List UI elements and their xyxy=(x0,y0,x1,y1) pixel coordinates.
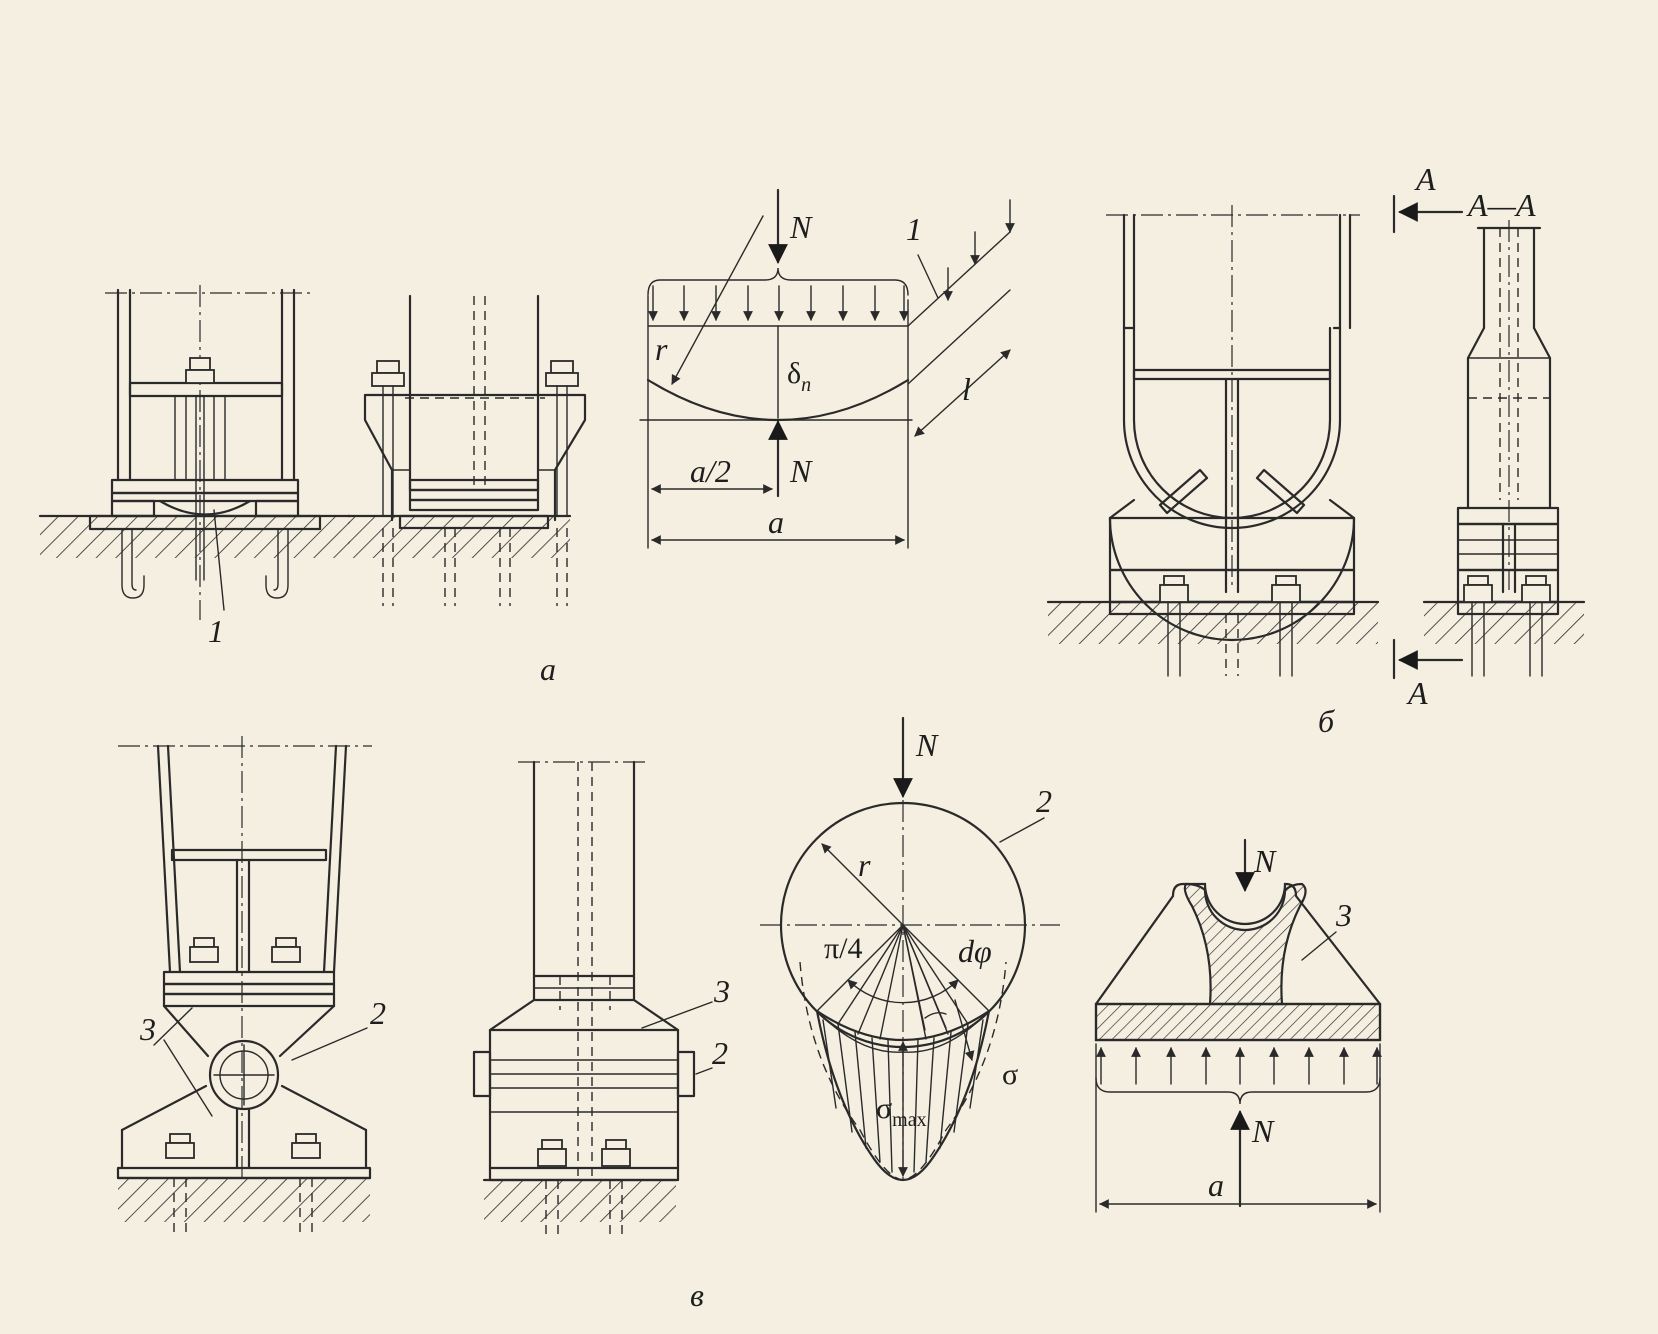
a-force-n-bottom: N xyxy=(789,453,813,489)
v-label-a: a xyxy=(1208,1167,1224,1203)
v-callout-3-block: 3 xyxy=(1335,897,1352,933)
a-label-r: r xyxy=(655,331,668,367)
ground-hatch xyxy=(1424,602,1584,644)
reaction-arrows xyxy=(1096,1047,1382,1085)
v-ball-stress-scheme xyxy=(760,716,1060,1182)
v-socket-block xyxy=(1094,838,1382,1213)
v-label-sigma: σ xyxy=(1002,1058,1018,1091)
b-section-marks xyxy=(1392,194,1464,680)
caption-a: а xyxy=(540,651,556,687)
b-section-mark-top: A xyxy=(1414,161,1436,197)
ground-hatch xyxy=(484,1180,676,1222)
panel-v: 3 2 3 2 N 2 r π/4 dφ σ σmax N N 3 a в xyxy=(116,716,1382,1313)
v-label-sigma-max: σmax xyxy=(876,1092,927,1131)
b-section-mark-bottom: A xyxy=(1406,675,1428,711)
b-front-view xyxy=(1046,205,1380,677)
v-label-r: r xyxy=(858,847,871,883)
b-section-title: A—A xyxy=(1466,187,1536,223)
a-side-view xyxy=(346,294,587,606)
b-section-aa xyxy=(1422,220,1586,677)
a-plate-scheme xyxy=(639,188,1015,549)
a-label-half-a: a/2 xyxy=(690,453,731,489)
a-label-l: l xyxy=(962,371,971,407)
a-label-a: a xyxy=(768,504,784,540)
v-force-n-ball: N xyxy=(915,727,939,763)
ground-hatch xyxy=(118,1178,370,1222)
v-label-pi4: π/4 xyxy=(824,932,862,965)
ground-hatch xyxy=(1048,602,1378,644)
v-force-n-bottom: N xyxy=(1251,1113,1275,1149)
a-force-n-top: N xyxy=(789,209,813,245)
panel-a: 1 N 1 r δn N a/2 a l а xyxy=(38,188,1015,687)
v-callout-3-front: 3 xyxy=(139,1011,156,1047)
a-label-delta: δn xyxy=(787,357,811,396)
a-callout-1: 1 xyxy=(208,613,224,649)
v-side-view xyxy=(472,760,713,1240)
v-callout-3-side: 3 xyxy=(713,973,730,1009)
a-callout-plate: 1 xyxy=(906,211,922,247)
v-callout-2-side: 2 xyxy=(712,1035,728,1071)
distributed-load-arrows xyxy=(648,199,1015,321)
a-front-view xyxy=(38,285,352,620)
v-force-n-top: N xyxy=(1253,843,1277,879)
ground-hatch xyxy=(348,516,570,558)
caption-v: в xyxy=(690,1277,704,1313)
v-callout-2-front: 2 xyxy=(370,995,386,1031)
panel-b: A A—A A б xyxy=(1046,161,1586,739)
caption-b: б xyxy=(1318,703,1335,739)
v-front-view xyxy=(116,736,372,1236)
v-label-dphi: dφ xyxy=(958,933,992,969)
v-callout-2-ball: 2 xyxy=(1036,783,1052,819)
ground-hatch xyxy=(40,516,350,558)
